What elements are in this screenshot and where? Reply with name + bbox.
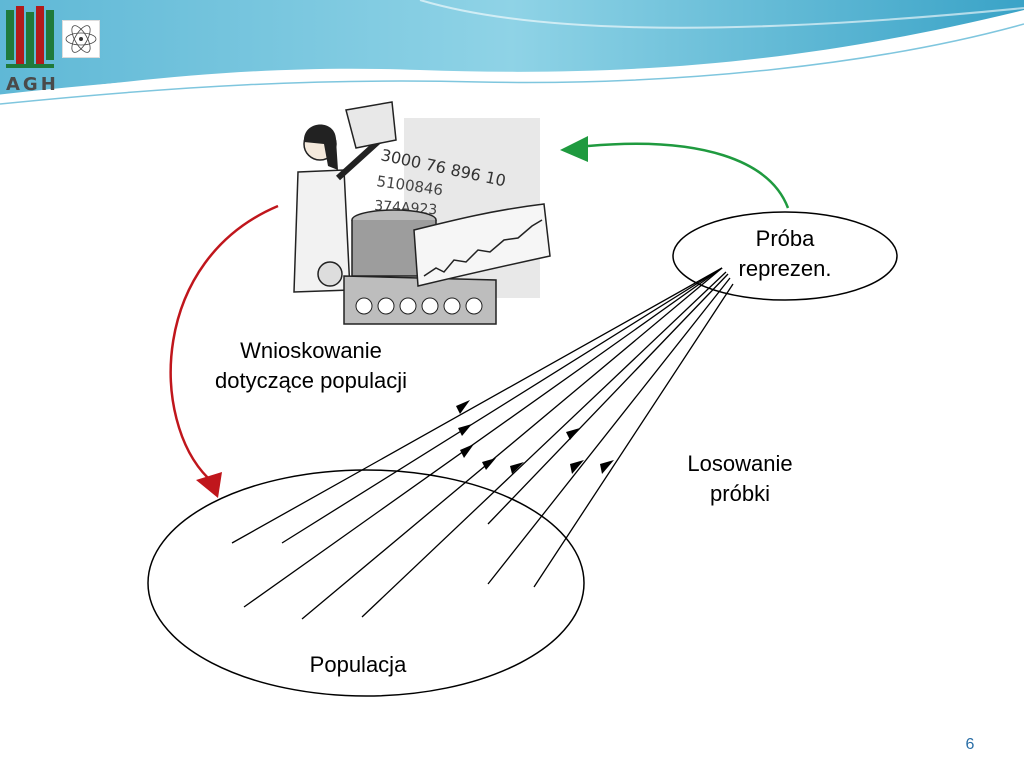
- inference-arrowhead: [196, 472, 222, 498]
- arrowhead: [570, 460, 584, 474]
- arrowhead: [456, 400, 470, 414]
- sampling-line: [231, 267, 723, 544]
- sample-arrow: [587, 142, 790, 209]
- arrowhead: [566, 428, 580, 440]
- header-wave-decoration: [0, 0, 1024, 105]
- sample-label-line1: Próba: [755, 226, 815, 251]
- sampling-line: [487, 277, 731, 585]
- sampling-arrowheads: [456, 400, 614, 474]
- inference-label-line2: dotyczące populacji: [214, 368, 407, 393]
- agh-logo: [6, 6, 54, 68]
- arrowhead: [600, 460, 614, 474]
- inference-label-line1: Wnioskowanie: [240, 338, 382, 363]
- sample-ellipse: [672, 211, 898, 301]
- arrowhead: [458, 424, 472, 436]
- atom-icon: [62, 20, 100, 58]
- drawing-label: Losowanie próbki: [660, 449, 820, 509]
- arrowhead: [510, 462, 524, 474]
- sampling-line: [533, 283, 734, 588]
- sampling-line: [361, 271, 727, 618]
- sampling-line: [243, 267, 723, 608]
- sampling-line: [281, 267, 723, 544]
- sampling-line: [301, 267, 723, 620]
- population-ellipse: [147, 469, 585, 697]
- drawing-label-line2: próbki: [710, 481, 770, 506]
- agh-logo-text: AGH: [6, 74, 59, 95]
- page-number: 6: [965, 736, 975, 753]
- population-label: Populacja: [309, 652, 407, 677]
- sample-arrowhead: [560, 136, 588, 162]
- sample-label: Próba reprezen.: [700, 224, 870, 284]
- sampling-line: [487, 273, 729, 525]
- sample-label-line2: reprezen.: [738, 256, 832, 281]
- arrowhead: [460, 444, 474, 458]
- drawing-label-line1: Losowanie: [687, 451, 793, 476]
- inference-label: Wnioskowanie dotyczące populacji: [176, 336, 446, 396]
- scientist-machine-illustration: 3000 76 896 10 5100846 374A923: [284, 100, 552, 326]
- sampling-lines: [231, 267, 734, 620]
- arrowhead: [482, 458, 496, 470]
- inference-arrow: [169, 204, 279, 479]
